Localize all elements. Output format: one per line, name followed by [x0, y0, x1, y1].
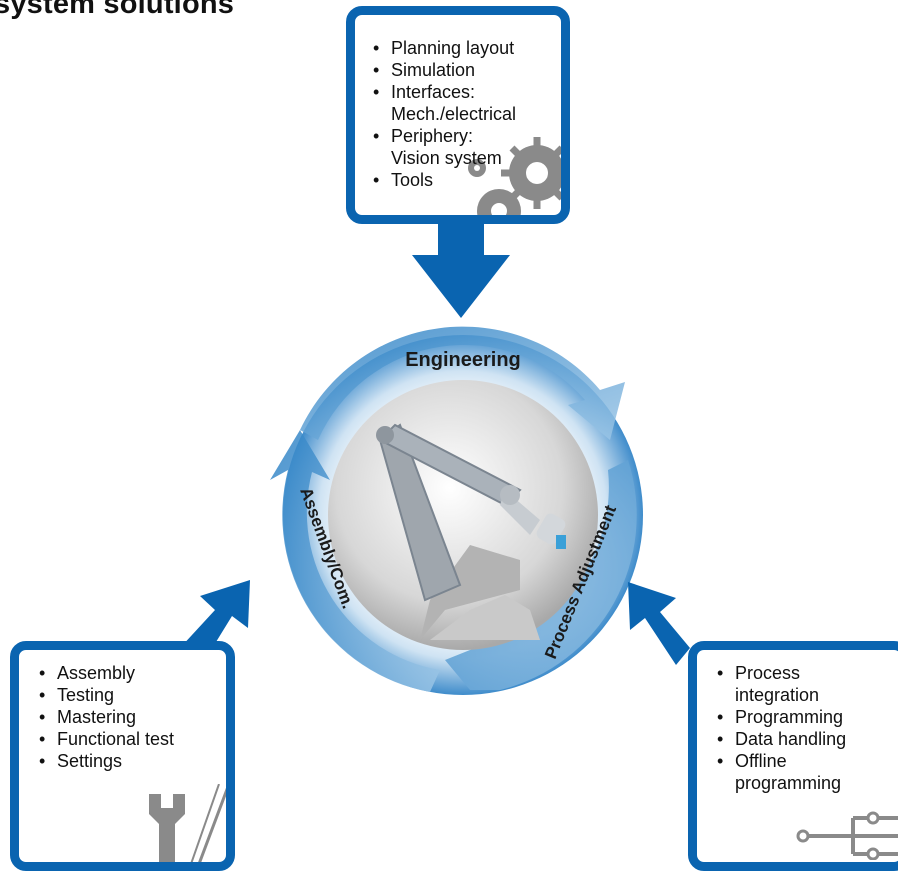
page-title: system solutions [0, 0, 235, 20]
top-info-box: Planning layout Simulation Interfaces:Me… [346, 6, 570, 224]
left-box-list: Assembly Testing Mastering Functional te… [37, 662, 226, 772]
list-item: Data handling [715, 728, 898, 750]
robot-photo-disc [328, 380, 598, 650]
list-item: Tools [371, 169, 561, 191]
list-item: Mastering [37, 706, 226, 728]
wrench-screwdriver-icon [149, 784, 226, 862]
process-arc-arrow [445, 460, 637, 690]
list-item: Testing [37, 684, 226, 706]
list-item: Periphery:Vision system [371, 125, 561, 169]
list-item: Planning layout [371, 37, 561, 59]
list-item: Settings [37, 750, 226, 772]
top-arrow [412, 222, 510, 318]
list-item: Simulation [371, 59, 561, 81]
top-box-list: Planning layout Simulation Interfaces:Me… [371, 37, 561, 191]
list-item: Assembly [37, 662, 226, 684]
list-item: Functional test [37, 728, 226, 750]
assembly-arc-arrow [270, 430, 440, 692]
right-arrow [628, 582, 690, 665]
robot-arm-image [376, 423, 566, 640]
engineering-label: Engineering [405, 349, 521, 371]
circuit-icon [796, 811, 898, 860]
list-item: Programming [715, 706, 898, 728]
left-info-box: Assembly Testing Mastering Functional te… [10, 641, 235, 871]
list-item: Interfaces:Mech./electrical [371, 81, 561, 125]
engineering-arc-arrow [300, 326, 625, 440]
